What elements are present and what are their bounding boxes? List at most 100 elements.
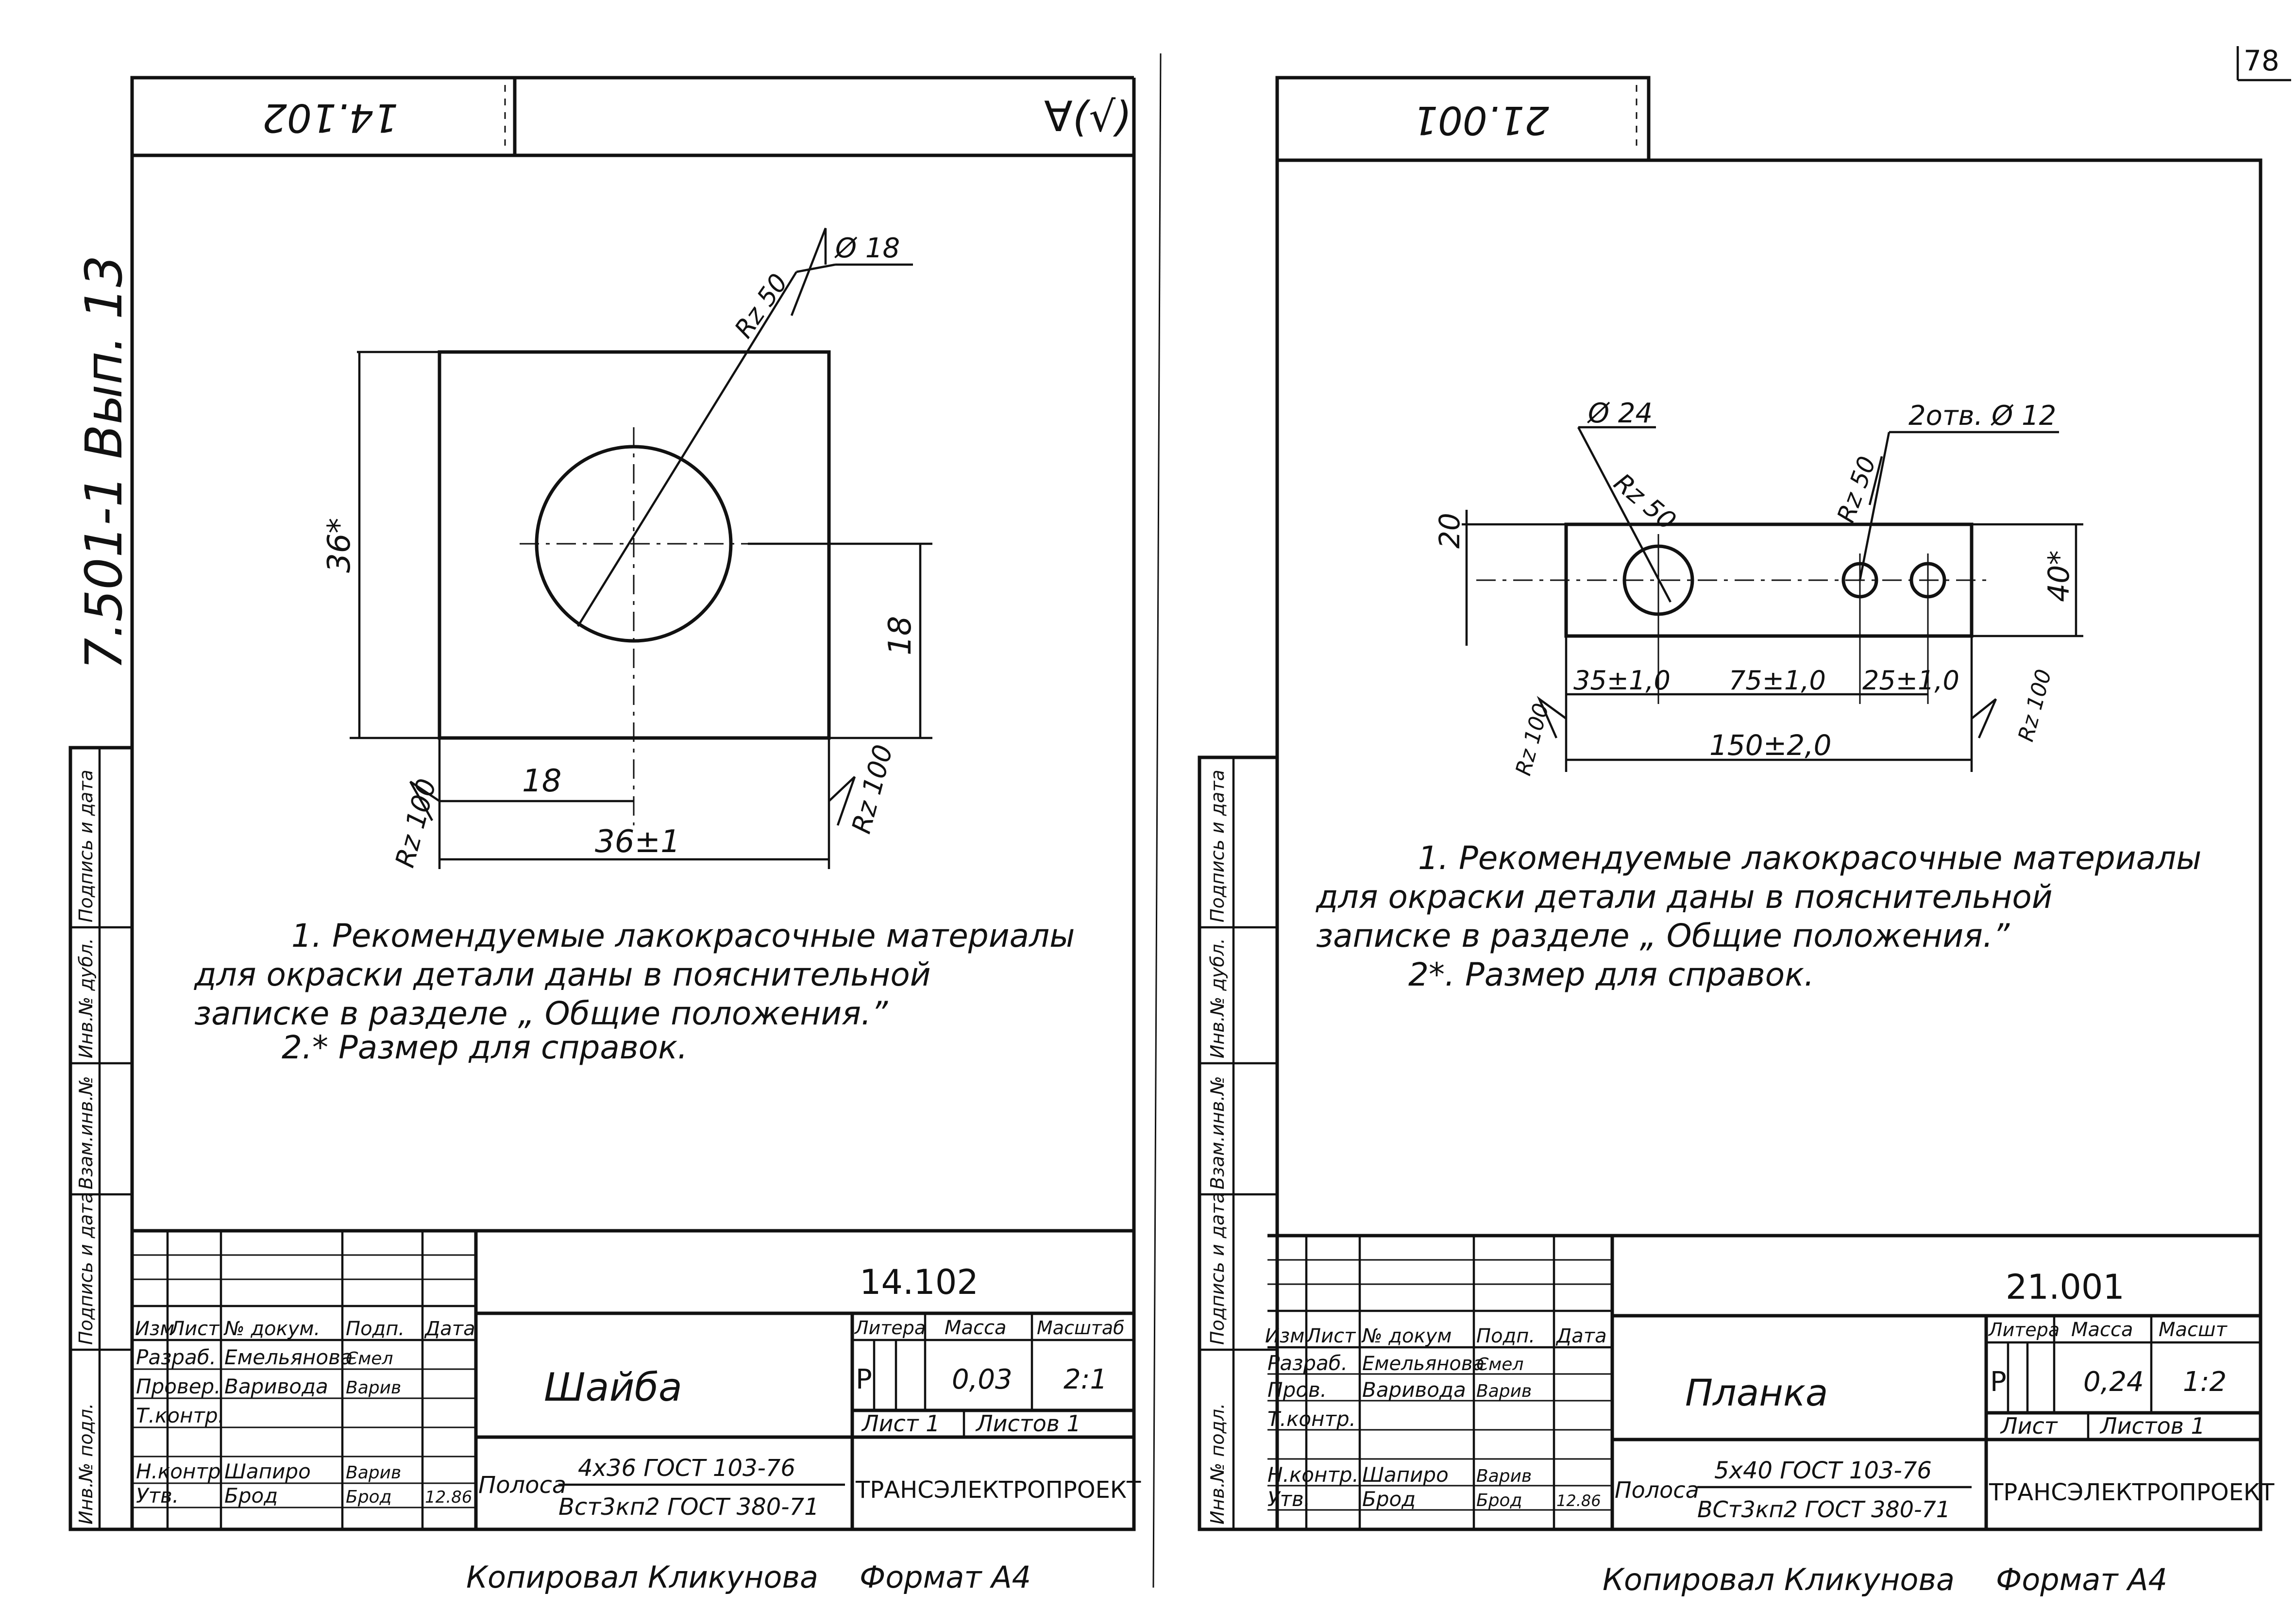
tb-scale: 2:1 — [1064, 1364, 1107, 1395]
r-tb-date: 12.86 — [1556, 1491, 1601, 1510]
side-stamp-sign-date-2: Подпись и дата — [75, 770, 97, 922]
tb-hdr-list: Лист — [169, 1318, 220, 1340]
right-top-stamp — [1275, 76, 1651, 160]
right-sheet: 21.001 Инв.№ подл. Подпись и дата Взам.и… — [1198, 76, 2275, 1597]
r-tb-name-utv: Брод — [1362, 1487, 1416, 1511]
right-part-plank: Ø 24 Rz 50 2отв. Ø 12 Rz 50 20 40* 35±1,… — [1433, 398, 2083, 778]
tb-part-name: Шайба — [544, 1365, 682, 1410]
right-stamp-number: 21.001 — [1413, 98, 1549, 143]
dim-plank-rz-left: Rz 100 — [1511, 701, 1554, 778]
tb-name-razrab: Емельянова — [224, 1345, 353, 1369]
dim-d1: 35±1,0 — [1573, 665, 1671, 696]
dim-rz-right: Rz 100 — [846, 741, 899, 837]
r-tb-part-name: Планка — [1685, 1371, 1828, 1414]
side-stamp-inv-podl: Инв.№ подл. — [75, 1403, 97, 1524]
tb-mass: 0,03 — [952, 1364, 1013, 1395]
dim-plank-height: 40* — [2042, 551, 2076, 602]
r-tb-role-prov: Пров. — [1267, 1378, 1327, 1402]
r-tb-sheet: Лист — [2000, 1413, 2058, 1439]
tb-litera: Р — [856, 1364, 872, 1395]
r-side-stamp-sign-date-2: Подпись и дата — [1207, 770, 1228, 922]
r-tb-hdr-izm: Изм — [1265, 1325, 1304, 1347]
dim-height: 36* — [321, 518, 357, 573]
page-number: 78 — [2244, 44, 2279, 77]
r-tb-role-nkontr: Н.контр. — [1267, 1463, 1359, 1487]
tb-sign-utv: Брод — [346, 1487, 391, 1507]
page-number-box: 78 — [2236, 44, 2291, 82]
tb-org: ТРАНСЭЛЕКТРОПРОЕКТ — [855, 1476, 1141, 1504]
tb-sheets: Листов 1 — [975, 1410, 1081, 1437]
left-roughness-mark: ∀(√) — [1044, 93, 1132, 141]
left-part-washer: Ø 18 Rz 50 36* 18 18 36±1 Rz 100 Rz 100 — [321, 228, 932, 871]
r-tb-role-tkontr: Т.контр. — [1267, 1407, 1356, 1431]
right-note-1: 1. Рекомендуемые лакокрасочные материалы — [1418, 839, 2201, 877]
dim-half-width: 18 — [522, 763, 561, 799]
r-tb-litera: Р — [1990, 1366, 2007, 1398]
right-footer-format: Формат А4 — [1996, 1562, 2167, 1597]
right-notes: 1. Рекомендуемые лакокрасочные материалы… — [1316, 839, 2201, 993]
tb-hdr-doc: № докум. — [223, 1318, 320, 1340]
r-tb-material-2: ВСт3кп2 ГОСТ 380-71 — [1697, 1496, 1950, 1523]
dim-rz-hole: Rz 50 — [729, 268, 793, 343]
right-note-3: записке в разделе „ Общие положения.” — [1316, 917, 2010, 955]
left-note-4: 2.* Размер для справок. — [282, 1029, 688, 1066]
tb-sheet: Лист 1 — [861, 1410, 940, 1437]
right-note-4: 2*. Размер для справок. — [1408, 956, 1814, 993]
r-tb-mass: 0,24 — [2083, 1366, 2144, 1398]
r-tb-sign-razrab: Ємел — [1476, 1355, 1523, 1374]
left-title-block: Изм Лист № докум. Подп. Дата Разраб. Еме… — [132, 1229, 1141, 1529]
tb-role-nkontr: Н.контр — [136, 1459, 221, 1483]
r-tb-mass-hdr: Масса — [2071, 1319, 2133, 1341]
dim-half-height: 18 — [882, 616, 918, 655]
dim-rz-left: Rz 100 — [389, 775, 442, 871]
right-title-block: Изм Лист № докум Подп. Дата Разраб. Емел… — [1265, 1234, 2275, 1529]
left-footer-format: Формат А4 — [860, 1559, 1031, 1595]
r-tb-org: ТРАНСЭЛЕКТРОПРОЕКТ — [1989, 1479, 2275, 1506]
r-tb-material-1: 5x40 ГОСТ 103-76 — [1714, 1457, 1932, 1484]
right-side-stamp: Инв.№ подл. Подпись и дата Взам.инв.№ Ин… — [1198, 755, 1279, 1531]
r-tb-hdr-list: Лист — [1305, 1325, 1356, 1347]
side-stamp-sign-date-1: Подпись и дата — [75, 1192, 97, 1345]
r-side-stamp-inv-podl: Инв.№ подл. — [1207, 1403, 1228, 1524]
tb-scale-hdr: Масштаб — [1037, 1317, 1125, 1339]
tb-hdr-izm: Изм — [135, 1318, 174, 1340]
dim-hole-big: Ø 24 — [1587, 398, 1653, 429]
tb-material-prefix: Полоса — [478, 1472, 566, 1499]
tb-role-prover: Провер. — [136, 1374, 221, 1398]
dim-holes-small: 2отв. Ø 12 — [1908, 400, 2056, 432]
right-footer-copied: Копировал Кликунова — [1603, 1562, 1955, 1597]
left-note-2: для окраски детали даны в пояснительной — [194, 956, 931, 993]
tb-name-nkontr: Шапиро — [224, 1459, 311, 1483]
dim-plank-rz-right: Rz 100 — [2013, 667, 2057, 744]
dim-width: 36±1 — [595, 824, 680, 860]
tb-litera-hdr: Литера — [854, 1317, 926, 1339]
r-tb-hdr-date: Дата — [1555, 1325, 1607, 1347]
dim-hole-diameter: Ø 18 — [834, 233, 900, 264]
r-side-stamp-vzam: Взам.инв.№ — [1207, 1076, 1228, 1189]
side-stamp-inv-dubl: Инв.№ дубл. — [75, 938, 97, 1058]
side-stamp-vzam: Взам.инв.№ — [75, 1076, 97, 1189]
r-tb-scale: 1:2 — [2183, 1366, 2227, 1398]
left-side-stamp: Инв.№ подл. Подпись и дата Взам.инв.№ Ин… — [68, 746, 134, 1531]
tb-sign-nkontr: Варив — [346, 1463, 401, 1483]
left-footer-copied: Копировал Кликунова — [466, 1559, 818, 1595]
tb-material-1: 4x36 ГОСТ 103-76 — [578, 1455, 795, 1482]
r-tb-role-utv: Утв. — [1267, 1487, 1310, 1511]
r-side-stamp-inv-dubl: Инв.№ дубл. — [1207, 938, 1228, 1058]
r-tb-scale-hdr: Масшт — [2159, 1319, 2228, 1341]
r-tb-name-razrab: Емельянова — [1362, 1353, 1485, 1375]
r-tb-name-prov: Варивода — [1362, 1378, 1466, 1402]
tb-name-prover: Варивода — [224, 1374, 328, 1398]
tb-sign-prover: Варив — [346, 1378, 401, 1398]
tb-designation: 14.102 — [860, 1262, 979, 1302]
r-tb-role-razrab: Разраб. — [1267, 1351, 1348, 1375]
r-tb-name-nkontr: Шапиро — [1362, 1463, 1449, 1487]
left-series-label: 7.501-1 Вып. 13 — [74, 255, 134, 670]
left-notes: 1. Рекомендуемые лакокрасочные материалы… — [194, 917, 1075, 1066]
left-sheet: 14.102 ∀(√) 7.501-1 Вып. 13 Инв.№ подл. … — [68, 76, 1141, 1595]
dim-total: 150±2,0 — [1709, 729, 1832, 762]
r-tb-hdr-sign: Подп. — [1476, 1325, 1535, 1347]
r-tb-sign-prov: Варив — [1476, 1381, 1532, 1401]
tb-role-razrab: Разраб. — [136, 1345, 216, 1369]
